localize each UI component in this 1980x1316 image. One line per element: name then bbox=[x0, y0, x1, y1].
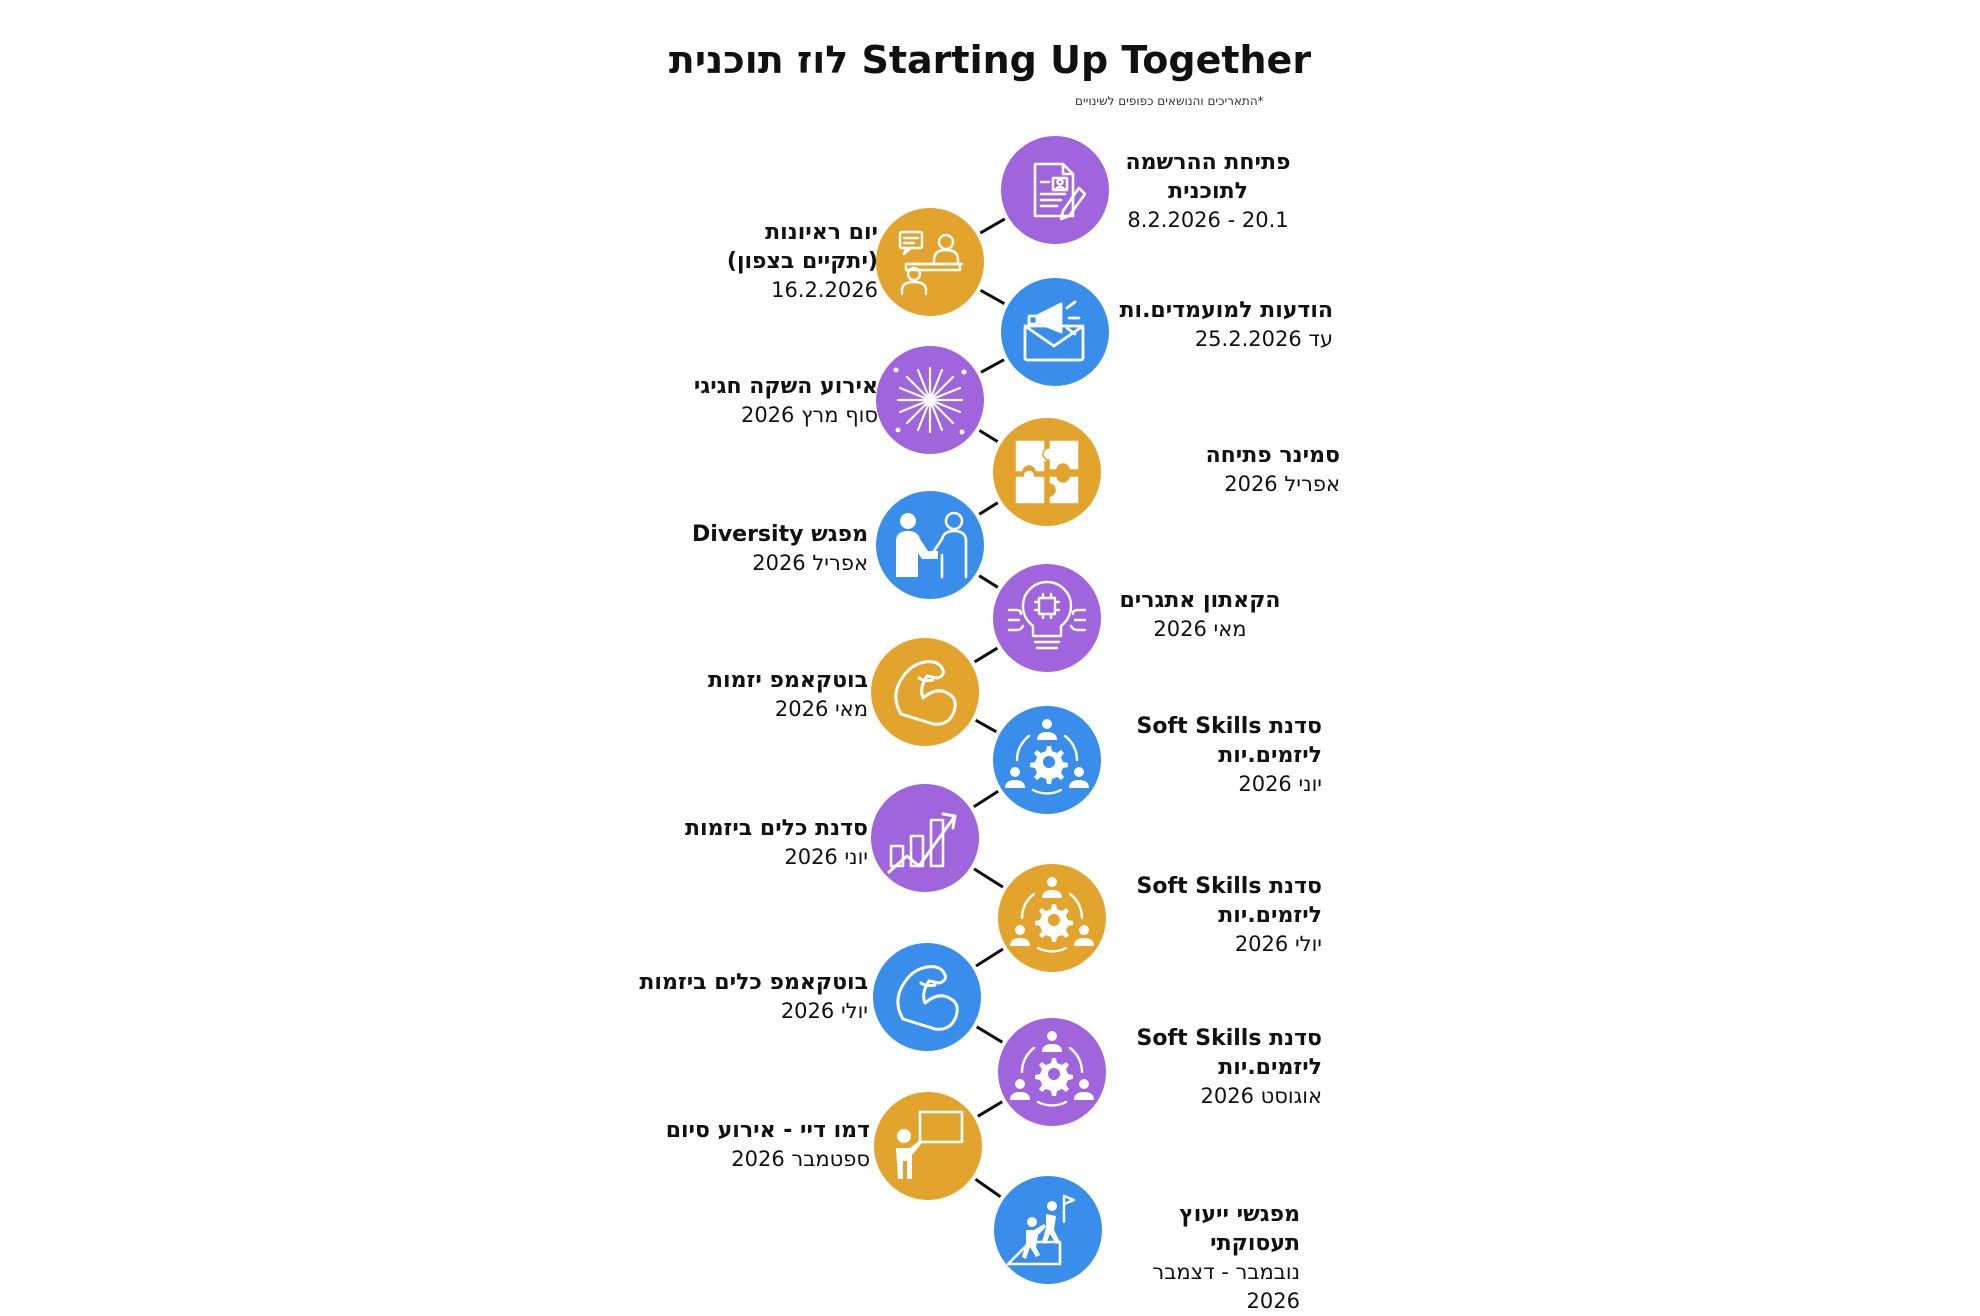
milestone-date: יוני 2026 bbox=[1238, 772, 1322, 796]
milestone-title: הודעות למועמדים.ות bbox=[1119, 298, 1333, 323]
connector-line bbox=[978, 429, 999, 443]
milestone-label: סדנת Soft Skills ליזמים.יות אוגוסט 2026 bbox=[1100, 1024, 1322, 1111]
connector-line bbox=[973, 867, 1004, 889]
milestone-date: מאי 2026 bbox=[1153, 617, 1247, 641]
milestone-label: בוטקאמפ כלים ביזמות יולי 2026 bbox=[560, 968, 868, 1026]
connector-line bbox=[978, 501, 999, 516]
climbing-summit-icon bbox=[994, 1176, 1102, 1284]
milestone-date: אפריל 2026 bbox=[1224, 472, 1340, 496]
page-title: לוז תוכנית Starting Up Together bbox=[668, 38, 1312, 82]
puzzle-icon bbox=[993, 418, 1101, 526]
milestone-title: פתיחת ההרשמה bbox=[1125, 150, 1291, 175]
milestone-date: יוני 2026 bbox=[784, 845, 868, 869]
connector-line bbox=[975, 1025, 1004, 1044]
milestone-title: ליזמים.יות bbox=[1218, 743, 1322, 768]
lightbulb-chip-icon bbox=[993, 564, 1101, 672]
milestone-date: אוגוסט 2026 bbox=[1200, 1084, 1322, 1108]
connector-line bbox=[974, 1178, 1002, 1198]
milestone-label: פתיחת ההרשמה לתוכנית 20.1 - 8.2.2026 bbox=[1108, 148, 1308, 235]
connector-line bbox=[975, 947, 1004, 968]
milestone-title: סדנת Soft Skills bbox=[1136, 874, 1322, 899]
registration-form-icon bbox=[1001, 136, 1109, 244]
milestone-title: דמו דיי - אירוע סיום bbox=[665, 1118, 870, 1143]
connector-line bbox=[978, 574, 999, 589]
milestone-date: אפריל 2026 bbox=[752, 551, 868, 575]
team-gear-icon bbox=[998, 1018, 1106, 1126]
milestone-date: 16.2.2026 bbox=[771, 278, 878, 302]
team-gear-icon bbox=[993, 706, 1101, 814]
milestone-title: הקאתון אתגרים bbox=[1119, 588, 1281, 613]
milestone-title: מפגש Diversity bbox=[692, 522, 868, 547]
milestone-title: ליזמים.יות bbox=[1218, 903, 1322, 928]
handshake-icon bbox=[876, 491, 984, 599]
milestone-date: יולי 2026 bbox=[1234, 932, 1322, 956]
milestone-title: אירוע השקה חגיגי bbox=[693, 374, 878, 399]
interview-icon bbox=[876, 208, 984, 316]
milestone-date: סוף מרץ 2026 bbox=[740, 403, 878, 427]
connector-line bbox=[977, 1100, 1003, 1118]
connector-line bbox=[979, 217, 1006, 235]
milestone-date: נובמבר - דצמבר 2026 bbox=[1152, 1260, 1300, 1313]
connector-line bbox=[980, 358, 1005, 374]
milestone-title: (יתקיים בצפון) bbox=[726, 249, 878, 274]
milestone-title: סמינר פתיחה bbox=[1205, 443, 1340, 468]
disclaimer-note: *התאריכים והנושאים כפופים לשינויים bbox=[1075, 94, 1264, 108]
milestone-label: סדנת כלים ביזמות יוני 2026 bbox=[560, 814, 868, 872]
milestone-date: עד 25.2.2026 bbox=[1194, 327, 1333, 351]
milestone-label: הודעות למועמדים.ות עד 25.2.2026 bbox=[1108, 296, 1333, 354]
milestone-title: מפגשי ייעוץ תעסוקתי bbox=[1179, 1202, 1300, 1256]
milestone-title: יום ראיונות bbox=[765, 220, 878, 245]
milestone-label: דמו דיי - אירוע סיום ספטמבר 2026 bbox=[560, 1116, 870, 1174]
connector-line bbox=[973, 646, 999, 664]
milestone-date: 20.1 - 8.2.2026 bbox=[1127, 208, 1289, 232]
milestone-label: סדנת Soft Skills ליזמים.יות יולי 2026 bbox=[1100, 872, 1322, 959]
milestone-label: סמינר פתיחה אפריל 2026 bbox=[1100, 441, 1340, 499]
milestone-date: ספטמבר 2026 bbox=[731, 1147, 870, 1171]
milestone-date: יולי 2026 bbox=[780, 999, 868, 1023]
team-gear-icon bbox=[998, 864, 1106, 972]
milestone-title: סדנת Soft Skills bbox=[1136, 1026, 1322, 1051]
muscle-icon bbox=[871, 638, 979, 746]
connector-line bbox=[979, 289, 1006, 305]
milestone-label: הקאתון אתגרים מאי 2026 bbox=[1100, 586, 1300, 644]
growth-chart-icon bbox=[871, 784, 979, 892]
milestone-title: בוטקאמפ יזמות bbox=[708, 668, 868, 693]
milestone-label: בוטקאמפ יזמות מאי 2026 bbox=[560, 666, 868, 724]
milestone-title: סדנת כלים ביזמות bbox=[685, 816, 868, 841]
milestone-label: יום ראיונות (יתקיים בצפון) 16.2.2026 bbox=[600, 218, 878, 305]
milestone-title: בוטקאמפ כלים ביזמות bbox=[639, 970, 868, 995]
milestone-title: לתוכנית bbox=[1168, 179, 1248, 204]
milestone-title: ליזמים.יות bbox=[1218, 1055, 1322, 1080]
milestone-title: סדנת Soft Skills bbox=[1136, 714, 1322, 739]
milestone-label: אירוע השקה חגיגי סוף מרץ 2026 bbox=[570, 372, 878, 430]
milestone-label: סדנת Soft Skills ליזמים.יות יוני 2026 bbox=[1100, 712, 1322, 799]
connector-line bbox=[973, 789, 999, 809]
megaphone-envelope-icon bbox=[1001, 278, 1109, 386]
milestone-label: מפגש Diversity אפריל 2026 bbox=[560, 520, 868, 578]
connector-line bbox=[974, 718, 998, 734]
presenter-board-icon bbox=[874, 1092, 982, 1200]
milestone-date: מאי 2026 bbox=[774, 697, 868, 721]
muscle-icon bbox=[873, 943, 981, 1051]
fireworks-icon bbox=[876, 346, 984, 454]
